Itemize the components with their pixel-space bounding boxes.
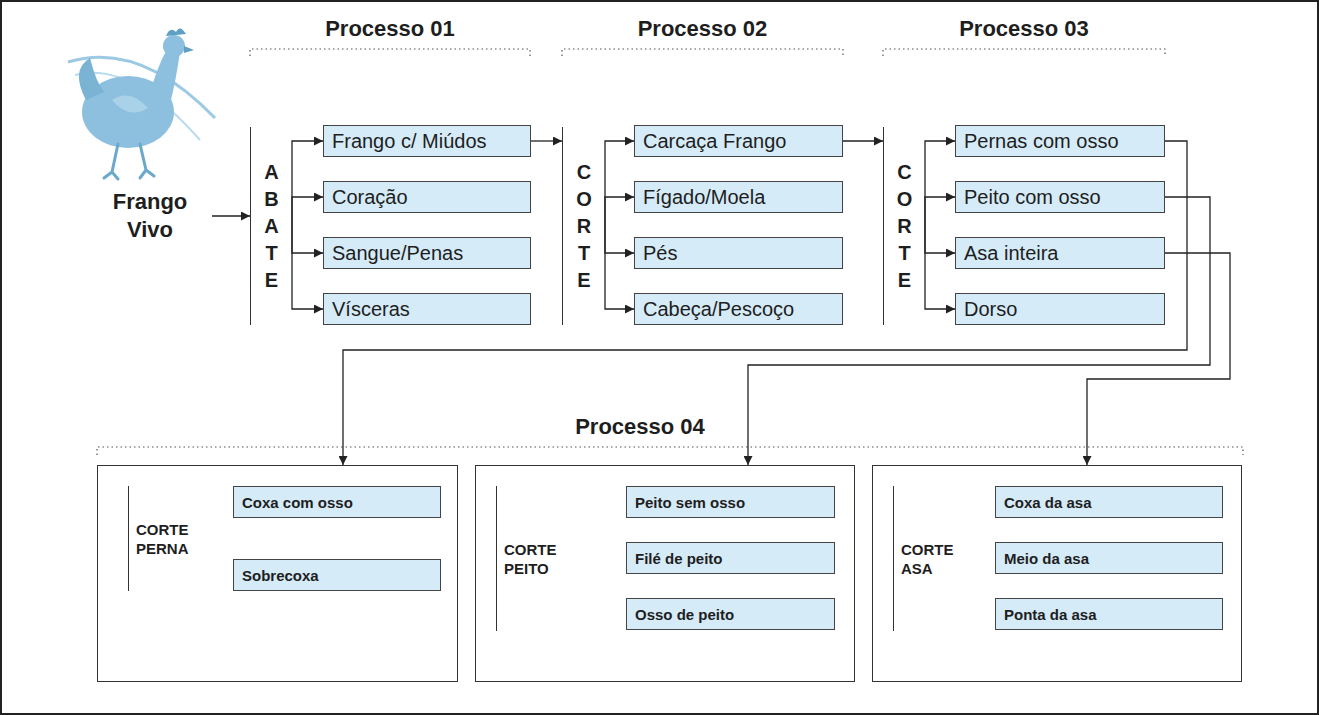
cut-group: CORTE ASA Coxa da asaMeio da asaPonta da … xyxy=(872,465,1242,682)
source-label: Frango Vivo xyxy=(113,188,188,244)
box-label: Asa inteira xyxy=(964,242,1059,265)
box-label: Filé de peito xyxy=(635,549,723,568)
stage-bracket: ABATE xyxy=(250,127,292,325)
process-box: Asa inteira xyxy=(955,237,1165,269)
flow-arrow xyxy=(212,215,250,216)
bracket-line xyxy=(893,486,894,631)
box-label: Sobrecoxa xyxy=(242,566,319,585)
cut-label: CORTE xyxy=(574,159,594,294)
stage-bracket: CORTE xyxy=(883,127,925,325)
process-box: Filé de peito xyxy=(626,542,835,574)
chicken-beak xyxy=(184,46,194,53)
process-box: Ponta da asa xyxy=(995,598,1223,630)
cut-group: CORTE PERNA Coxa com ossoSobrecoxa xyxy=(97,465,458,682)
flow-arrow xyxy=(292,197,323,226)
process-heading: Processo 03 xyxy=(883,16,1165,42)
process-box: Fígado/Moela xyxy=(634,181,843,213)
process-box: Peito com osso xyxy=(955,181,1165,213)
bracket-line xyxy=(128,486,129,591)
cut-group: CORTE PEITO Peito sem ossoFilé de peitoOs… xyxy=(475,465,855,682)
process-box: Sangue/Penas xyxy=(323,237,531,269)
process-heading: Processo 01 xyxy=(250,16,530,42)
flow-arrow xyxy=(925,197,955,226)
dotted-bracket xyxy=(97,447,1243,455)
stage-bracket: CORTE xyxy=(562,127,605,325)
process-box: Frango c/ Miúdos xyxy=(323,125,531,157)
flow-arrow xyxy=(1087,253,1230,465)
flow-arrow xyxy=(531,140,562,141)
flow-arrow xyxy=(605,141,634,226)
box-label: Pés xyxy=(643,242,677,265)
process-box: Coração xyxy=(323,181,531,213)
process-box: Vísceras xyxy=(323,293,531,325)
chicken-wing xyxy=(112,96,148,113)
process-heading: Processo 04 xyxy=(500,414,780,440)
flow-arrow xyxy=(292,141,323,226)
process-box: Cabeça/Pescoço xyxy=(634,293,843,325)
cut-label: ABATE xyxy=(262,159,282,294)
cut-label: CORTE ASA xyxy=(901,540,954,578)
process-brackets xyxy=(97,49,1243,455)
box-label: Dorso xyxy=(964,298,1017,321)
process-box: Peito sem osso xyxy=(626,486,835,518)
process-box: Osso de peito xyxy=(626,598,835,630)
chicken-comb xyxy=(166,28,186,36)
cut-label: CORTE PEITO xyxy=(504,540,557,578)
flow-arrow xyxy=(925,226,955,309)
process-heading: Processo 02 xyxy=(562,16,843,42)
box-label: Peito sem osso xyxy=(635,493,745,512)
box-label: Osso de peito xyxy=(635,605,734,624)
flow-arrow xyxy=(605,226,634,253)
chicken-tail xyxy=(79,58,104,100)
box-label: Carcaça Frango xyxy=(643,130,786,153)
flow-arrow xyxy=(292,226,323,309)
dotted-bracket xyxy=(250,49,530,56)
box-label: Ponta da asa xyxy=(1004,605,1097,624)
chicken-legs xyxy=(104,144,154,179)
box-label: Meio da asa xyxy=(1004,549,1089,568)
process-box: Pés xyxy=(634,237,843,269)
dotted-bracket xyxy=(883,49,1165,56)
bracket-line xyxy=(496,486,497,631)
process-box: Pernas com osso xyxy=(955,125,1165,157)
process-box: Carcaça Frango xyxy=(634,125,843,157)
cut-label: CORTE PERNA xyxy=(136,520,189,558)
flow-arrow xyxy=(292,226,323,253)
chicken-illustration xyxy=(68,28,215,179)
source-node: Frango Vivo xyxy=(90,188,210,244)
box-label: Vísceras xyxy=(332,298,410,321)
box-label: Coração xyxy=(332,186,408,209)
process-box: Coxa da asa xyxy=(995,486,1223,518)
process-box: Meio da asa xyxy=(995,542,1223,574)
process-box: Coxa com osso xyxy=(233,486,441,518)
dotted-bracket xyxy=(562,49,843,56)
box-label: Fígado/Moela xyxy=(643,186,765,209)
flow-arrow xyxy=(925,226,955,253)
flow-arrow xyxy=(605,197,634,226)
flow-arrow xyxy=(843,140,883,141)
process-box: Sobrecoxa xyxy=(233,559,441,591)
chicken-head xyxy=(163,35,185,57)
cut-label: CORTE xyxy=(895,159,915,294)
box-label: Peito com osso xyxy=(964,186,1101,209)
box-label: Pernas com osso xyxy=(964,130,1119,153)
flow-arrow xyxy=(605,226,634,309)
process-box: Dorso xyxy=(955,293,1165,325)
box-label: Sangue/Penas xyxy=(332,242,463,265)
box-label: Frango c/ Miúdos xyxy=(332,130,487,153)
box-label: Coxa com osso xyxy=(242,493,353,512)
box-label: Cabeça/Pescoço xyxy=(643,298,794,321)
flow-arrow xyxy=(925,141,955,226)
box-label: Coxa da asa xyxy=(1004,493,1092,512)
